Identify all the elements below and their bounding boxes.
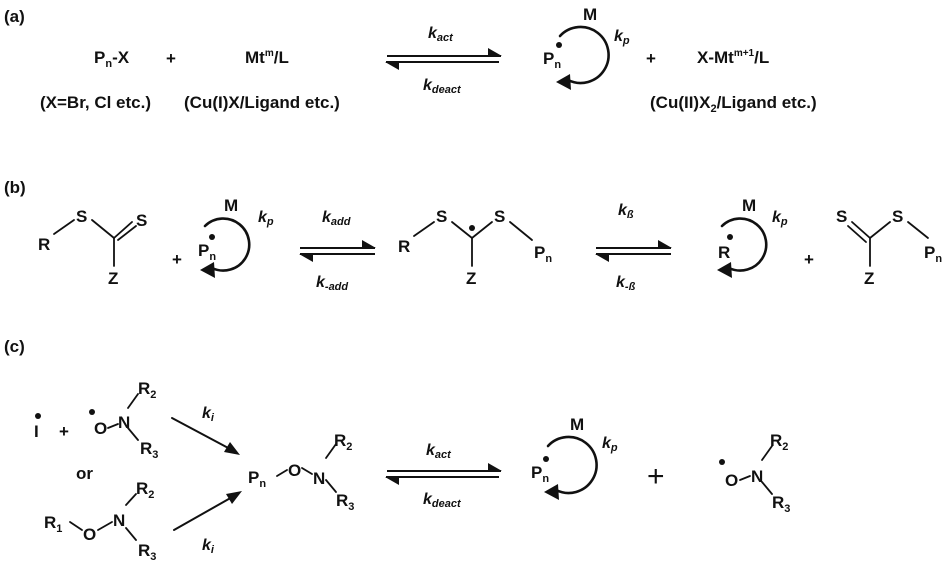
nmp-dorm-r3: R3 <box>336 491 354 513</box>
raft-int-r: R <box>398 237 410 256</box>
nmp-nit2-r2: R2 <box>770 431 788 453</box>
raft-plus-2: + <box>804 250 814 269</box>
nmp-k-i-top: ki <box>202 405 215 424</box>
raft-int-pn: Pn <box>534 243 552 265</box>
nmp-active-radical: Pn <box>531 463 549 485</box>
raft-cta-s2: S <box>136 211 147 230</box>
atrp-k-p: kp <box>614 28 630 47</box>
raft-k-p-2: kp <box>772 209 788 228</box>
panel-a-label: (a) <box>4 7 25 26</box>
nmp-nit1-n: N <box>118 413 130 432</box>
propagation-arrowhead-icon <box>717 262 732 278</box>
nmp-plus-1: + <box>59 422 69 441</box>
atrp-plus-1: + <box>166 49 176 68</box>
radical-dot-icon <box>89 409 95 415</box>
raft-cta-structure <box>53 219 137 267</box>
radical-dot-icon <box>556 42 562 48</box>
atrp-activator-note: (Cu(I)X/Ligand etc.) <box>184 93 340 112</box>
atrp-active-radical: Pn <box>543 49 561 71</box>
raft-monomer-2: M <box>742 196 756 215</box>
nmp-alkoxyamine-bonds <box>69 493 137 541</box>
raft-product-structure <box>847 221 929 267</box>
nmp-monomer: M <box>570 415 584 434</box>
nmp-nit2-n: N <box>751 467 763 486</box>
nmp-nit1-r2: R2 <box>138 379 156 401</box>
nmp-nit1-o: O <box>94 419 107 438</box>
atrp-deactivator-note: (Cu(II)X2/Ligand etc.) <box>650 93 817 115</box>
nmp-nit1-r3: R3 <box>140 439 158 461</box>
raft-radical-pn: Pn <box>198 241 216 263</box>
raft-intermediate-structure <box>413 221 533 267</box>
nmp-initiator-radical: I <box>34 422 39 441</box>
nmp-dorm-o: O <box>288 461 301 480</box>
propagation-arrowhead-icon <box>556 74 571 90</box>
panel-b-label: (b) <box>4 178 26 197</box>
raft-cta-s1: S <box>76 207 87 226</box>
radical-dot-icon <box>209 234 215 240</box>
atrp-deactivator: X-Mtm+1/L <box>697 48 769 67</box>
atrp-k-act: kact <box>428 25 454 44</box>
radical-dot-icon <box>469 225 475 231</box>
nmp-dorm-pn: Pn <box>248 468 266 490</box>
nmp-nit2-o: O <box>725 471 738 490</box>
atrp-activator: Mtm/L <box>245 48 289 67</box>
atrp-plus-2: + <box>646 49 656 68</box>
raft-k-minus-beta: k-ß <box>616 274 636 293</box>
nmp-plus-2: + <box>647 460 665 493</box>
nmp-or-text: or <box>76 464 93 483</box>
raft-int-s2: S <box>494 207 505 226</box>
radical-dot-icon <box>719 459 725 465</box>
atrp-k-deact: kdeact <box>423 77 462 96</box>
nmp-dorm-n: N <box>313 469 325 488</box>
radical-dot-icon <box>543 456 549 462</box>
raft-addition-arrows <box>299 240 376 262</box>
panel-c-label: (c) <box>4 337 25 356</box>
raft-k-beta: kß <box>618 202 634 221</box>
panel-a: (a) Pn-X (X=Br, Cl etc.) + Mtm/L (Cu(I)X… <box>4 5 817 115</box>
raft-radical-r: R <box>718 243 730 262</box>
nmp-k-i-bottom: ki <box>202 537 215 556</box>
raft-prod-z: Z <box>864 269 874 288</box>
atrp-monomer: M <box>583 5 597 24</box>
nmp-nitroxide-2-bonds <box>739 445 773 495</box>
atrp-dormant-species: Pn-X <box>94 48 130 70</box>
radical-dot-icon <box>35 413 41 419</box>
panel-c: (c) I + O N R2 R3 or R1 O N R2 R3 <box>4 337 790 563</box>
raft-int-s1: S <box>436 207 447 226</box>
raft-k-minus-add: k-add <box>316 274 348 293</box>
nmp-k-p: kp <box>602 435 618 454</box>
raft-prod-pn: Pn <box>924 243 942 265</box>
raft-monomer-1: M <box>224 196 238 215</box>
raft-prod-s2: S <box>892 207 903 226</box>
raft-k-add: kadd <box>322 209 351 228</box>
nmp-dormant-bonds <box>276 443 337 493</box>
nmp-nitroxide-1-bonds <box>107 393 139 441</box>
raft-cta-z: Z <box>108 269 118 288</box>
panel-b: (b) R S S Z + M Pn kp kadd k-add <box>4 178 942 293</box>
nmp-alk-n: N <box>113 511 125 530</box>
atrp-halogen-note: (X=Br, Cl etc.) <box>40 93 151 112</box>
atrp-equilibrium-arrows <box>385 48 502 70</box>
nmp-equilibrium-arrows <box>385 463 502 485</box>
nmp-initiation-arrows <box>171 417 242 531</box>
raft-cta-r: R <box>38 235 50 254</box>
raft-k-p-1: kp <box>258 209 274 228</box>
nmp-alk-r2: R2 <box>136 479 154 501</box>
nmp-nit2-r3: R3 <box>772 493 790 515</box>
raft-fragmentation-arrows <box>595 240 672 262</box>
nmp-k-act: kact <box>426 442 452 461</box>
nmp-alk-r3: R3 <box>138 541 156 563</box>
raft-plus-1: + <box>172 250 182 269</box>
nmp-alk-r1: R1 <box>44 513 62 535</box>
nmp-alk-o: O <box>83 525 96 544</box>
propagation-arrowhead-icon <box>200 262 215 278</box>
propagation-arrowhead-icon <box>544 484 559 500</box>
radical-dot-icon <box>727 234 733 240</box>
raft-prod-s1: S <box>836 207 847 226</box>
nmp-dorm-r2: R2 <box>334 431 352 453</box>
nmp-k-deact: kdeact <box>423 491 462 510</box>
raft-int-z: Z <box>466 269 476 288</box>
